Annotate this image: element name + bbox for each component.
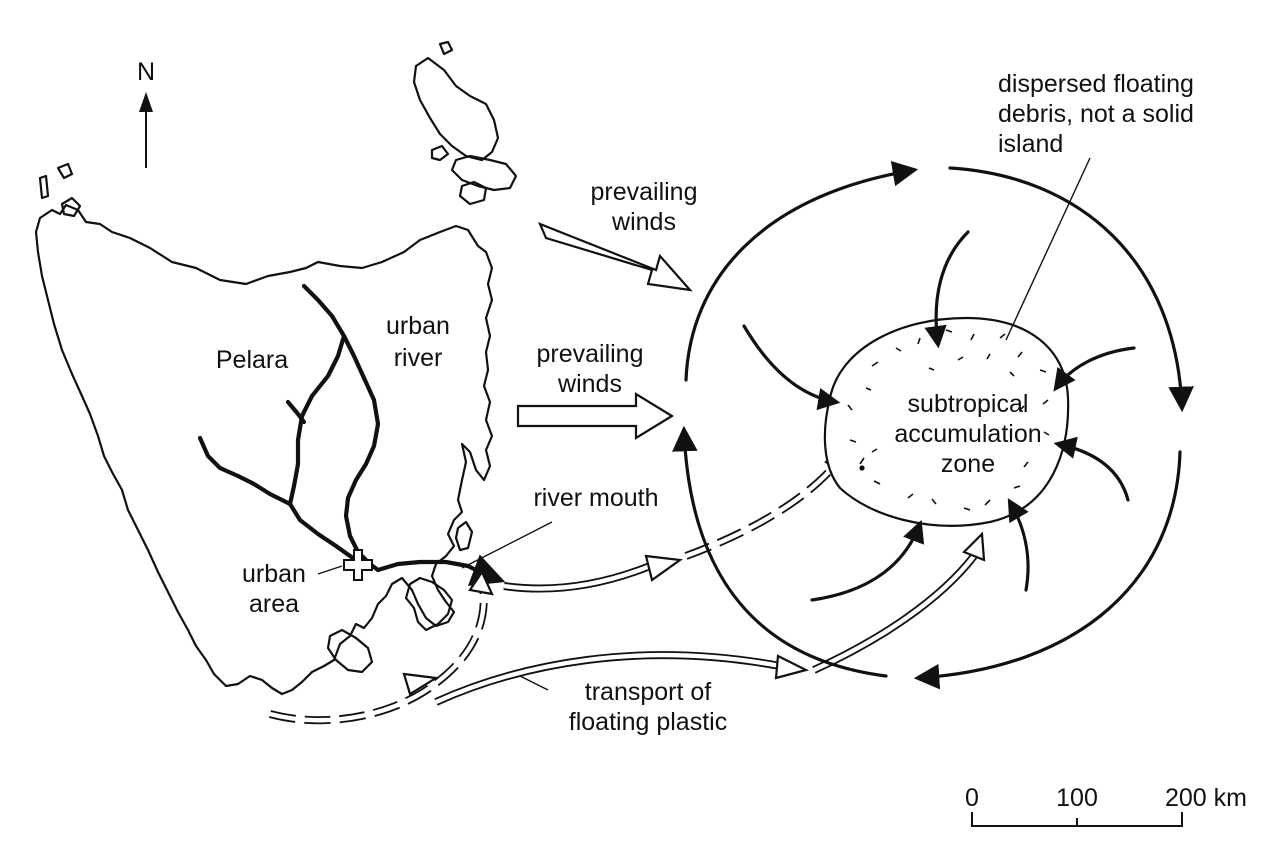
urban-river-label-1: urban (386, 312, 450, 340)
scale-tick-100: 100 (1056, 784, 1098, 812)
converge-arrow-1 (924, 230, 970, 349)
winds-top-label-1: prevailing (590, 178, 697, 206)
debris-label-1: dispersed floating (998, 70, 1194, 98)
debris-dashes (847, 329, 1050, 511)
east-islet (454, 520, 474, 552)
transport-label-2: floating plastic (569, 708, 727, 736)
zone-label-1: subtropical (908, 390, 1029, 418)
converge-arrow-5 (810, 519, 925, 602)
debris-leader (1005, 157, 1091, 341)
plastic-transport-south (268, 531, 986, 725)
river-main-east (301, 283, 381, 573)
transport-label-1: transport of (585, 678, 712, 706)
convergence-arrows (742, 230, 1136, 602)
river-northwest-tributary (285, 399, 307, 425)
gyre-arc-south-east (913, 450, 1182, 690)
converge-arrow-2 (742, 324, 841, 411)
transport-leader (519, 675, 549, 691)
urban-area-label-1: urban (242, 560, 306, 588)
river-mouth-label: river mouth (533, 484, 658, 512)
north-arrow-head (139, 92, 153, 112)
prevailing-winds-arrow-top (537, 222, 693, 292)
zone-label-2: accumulation (894, 420, 1041, 448)
northern-island-large (412, 56, 500, 162)
northern-islet-2 (438, 40, 454, 56)
northwest-islet-1 (56, 162, 74, 180)
urban-area-symbol (343, 549, 373, 581)
northern-island-small (458, 180, 488, 206)
scale-tick-0: 0 (965, 784, 979, 812)
urban-area-label-2: area (249, 590, 299, 618)
debris-dot (859, 465, 865, 471)
converge-arrow-4 (1053, 436, 1130, 502)
plastic-transport-river-mouth (503, 445, 848, 593)
gyre-arc-north-east (948, 166, 1194, 413)
northwest-islet-2 (60, 196, 82, 218)
gyre-circulation (672, 160, 1194, 690)
northern-island-mid (450, 154, 518, 192)
gyre-arc-north-west (684, 160, 919, 382)
debris-label-3: island (998, 130, 1063, 158)
pelara-landmass (34, 203, 494, 696)
northwest-islet-3 (38, 174, 50, 200)
north-arrow: N (137, 58, 155, 168)
winds-mid-label-2: winds (557, 370, 622, 398)
winds-top-label-2: winds (611, 208, 676, 236)
urban-river-system (197, 283, 506, 586)
northern-islet-1 (430, 144, 450, 162)
converge-arrow-3 (1053, 346, 1136, 392)
scale-bar-line (971, 812, 1183, 827)
scale-tick-200: 200 km (1165, 784, 1247, 812)
converge-arrow-6 (1007, 498, 1030, 592)
winds-mid-label-1: prevailing (536, 340, 643, 368)
southeast-peninsula (404, 576, 454, 632)
zone-label-3: zone (941, 450, 995, 478)
river-west-branch (287, 333, 367, 569)
river-southwest-tributary (197, 435, 293, 507)
river-mouth-leader (461, 521, 553, 569)
scale-bar: 0 100 200 km (965, 784, 1247, 827)
pelara-label: Pelara (216, 346, 288, 374)
north-label: N (137, 58, 155, 86)
gyre-arc-south-west (672, 425, 888, 678)
urban-river-label-2: river (394, 344, 443, 372)
south-island (326, 628, 374, 674)
prevailing-winds-arrow-mid (516, 392, 675, 440)
debris-label-2: debris, not a solid (998, 100, 1194, 128)
urban-area-leader (317, 565, 343, 575)
